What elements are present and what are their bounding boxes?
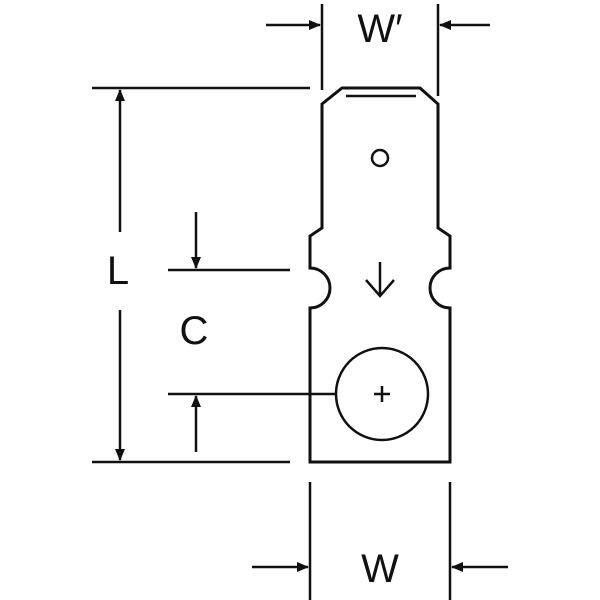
w-dimension: [252, 482, 508, 600]
w-label: W: [361, 547, 399, 591]
detent-hole: [370, 148, 390, 168]
length-label: L: [107, 249, 129, 293]
insertion-direction-icon: [365, 262, 395, 298]
center-label: C: [180, 309, 209, 353]
center-dimension: [168, 212, 336, 452]
w-prime-dimension: [266, 4, 490, 96]
length-dimension: [92, 86, 310, 464]
w-prime-label: W′: [357, 7, 402, 51]
center-mark-icon: [374, 386, 390, 402]
